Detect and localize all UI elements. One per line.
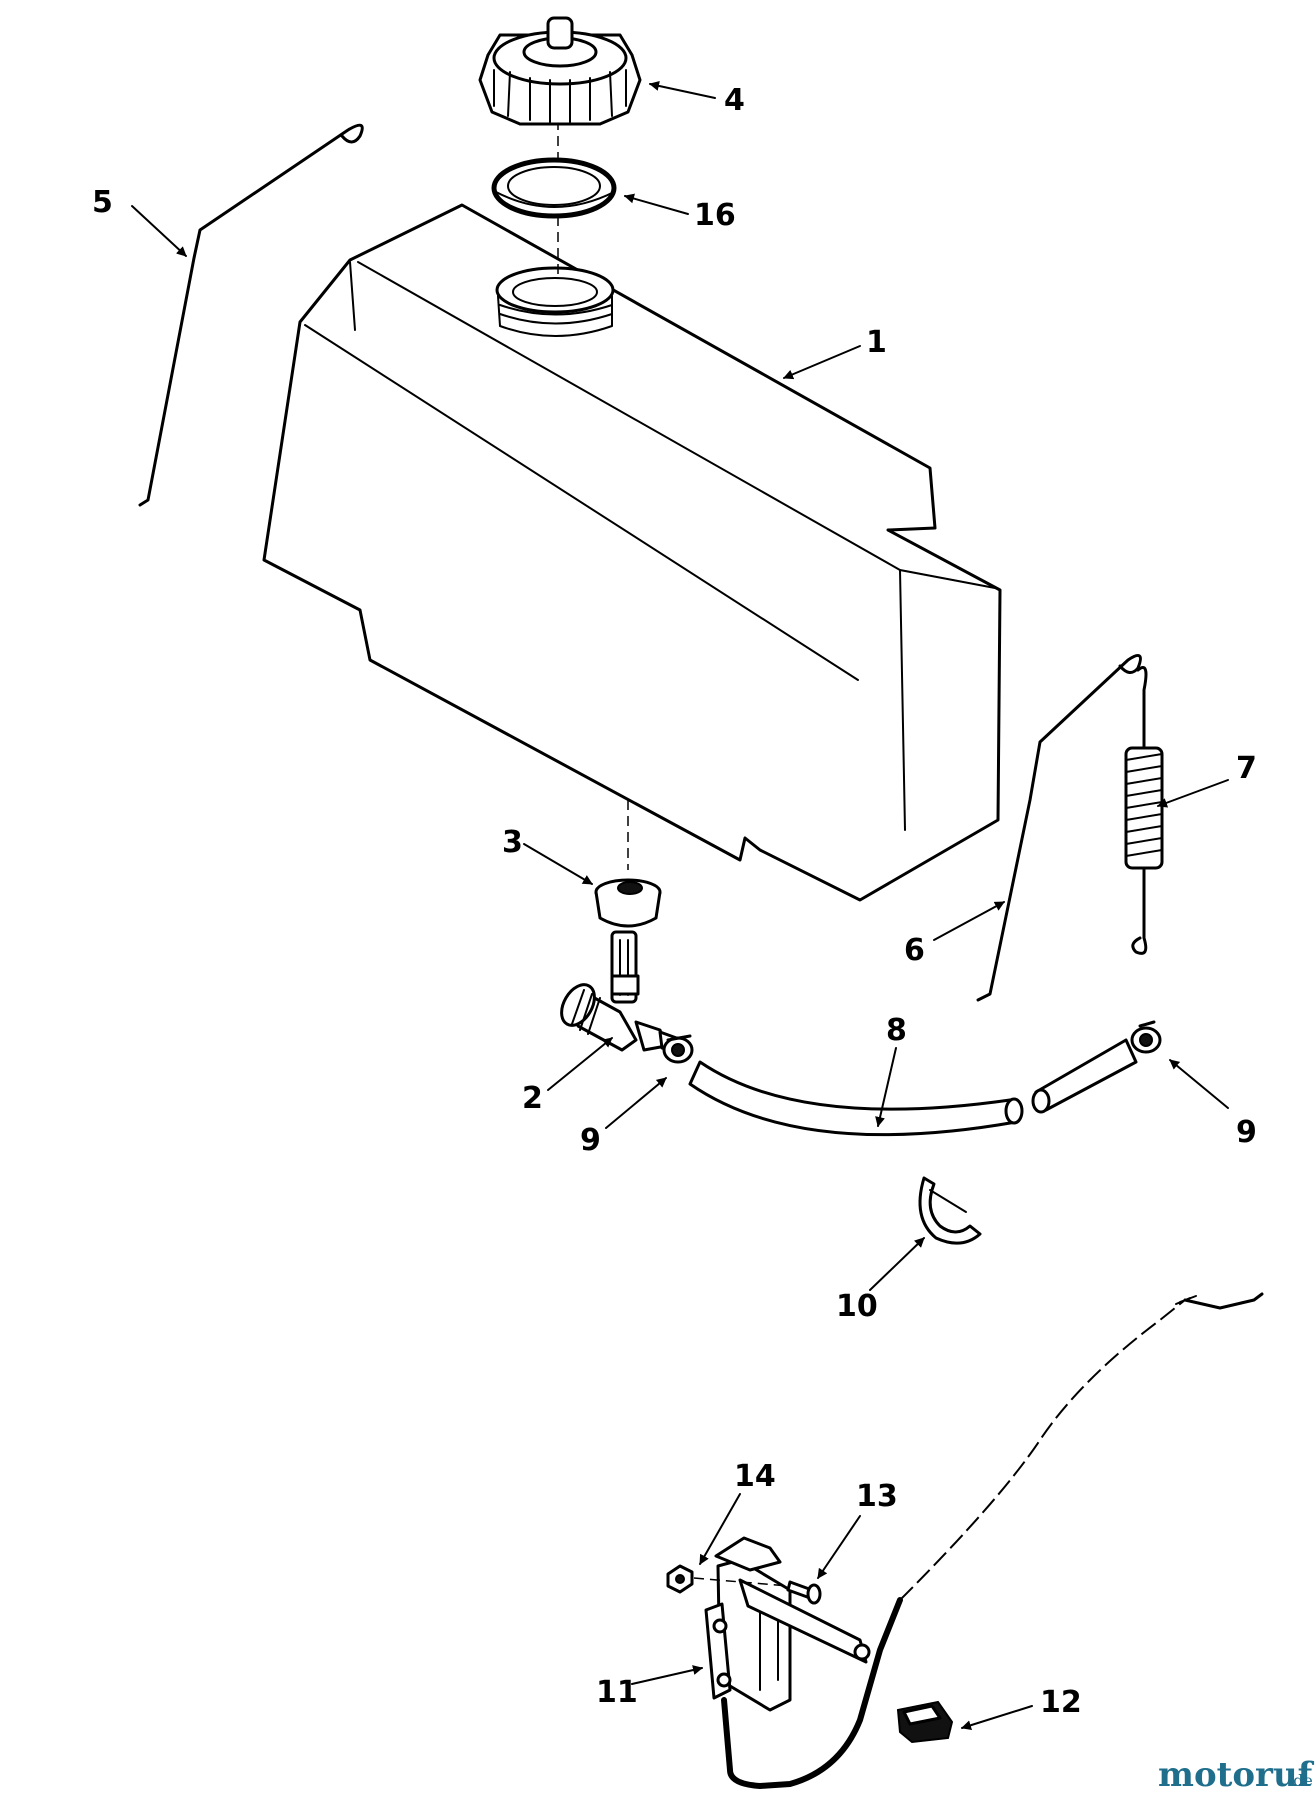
leader-10 <box>869 1237 925 1291</box>
throttle-knob <box>896 1700 954 1744</box>
leader-8 <box>875 1047 897 1127</box>
fuel-shutoff-valve <box>560 930 684 1054</box>
callout-10: 10 <box>836 1289 878 1324</box>
leader-7 <box>1157 779 1229 808</box>
throttle-cable <box>721 1292 1264 1789</box>
callout-9-left: 9 <box>580 1123 601 1158</box>
leader-2 <box>547 1037 613 1091</box>
leader-3 <box>523 843 593 885</box>
cap-gasket <box>491 157 617 219</box>
leader-12 <box>961 1705 1033 1731</box>
callout-11: 11 <box>596 1675 638 1710</box>
callout-8: 8 <box>886 1013 907 1048</box>
leader-9b <box>1169 1059 1229 1109</box>
hose-clamp-right <box>1130 1020 1162 1054</box>
fuel-hose <box>688 1038 1138 1137</box>
callout-9-right: 9 <box>1236 1115 1257 1150</box>
tank-bushing <box>594 878 662 928</box>
callout-2: 2 <box>522 1081 543 1116</box>
leader-14 <box>699 1493 741 1565</box>
leader-6 <box>933 901 1005 941</box>
callout-16: 16 <box>694 198 736 233</box>
callout-5: 5 <box>92 185 113 220</box>
callout-12: 12 <box>1040 1685 1082 1720</box>
fuel-tank <box>262 203 1002 902</box>
tank-strap-rod-right <box>976 654 1142 1002</box>
leader-9a <box>605 1077 667 1129</box>
callout-7: 7 <box>1236 751 1257 786</box>
callout-4: 4 <box>724 83 745 118</box>
hose-clamp-left <box>662 1034 694 1064</box>
throttle-bracket <box>704 1536 871 1712</box>
watermark-brand: motoruf <box>1158 1755 1315 1795</box>
callout-6: 6 <box>904 933 925 968</box>
leader-13 <box>817 1515 861 1579</box>
callout-labels: 4 16 1 5 7 6 3 2 9 9 8 10 14 13 11 12 <box>92 83 1257 1720</box>
callout-13: 13 <box>856 1479 898 1514</box>
leader-5 <box>131 205 187 257</box>
fuel-cap <box>478 16 642 126</box>
leader-11 <box>631 1665 703 1685</box>
callout-1: 1 <box>866 325 887 360</box>
screw <box>786 1580 822 1605</box>
leader-16 <box>624 193 689 215</box>
tank-strap-rod-left <box>138 123 364 507</box>
leader-1 <box>783 345 861 380</box>
callout-14: 14 <box>734 1459 776 1494</box>
hex-nut <box>666 1564 694 1594</box>
watermark-suffix: .de <box>1288 1771 1313 1790</box>
leader-4 <box>649 81 716 99</box>
watermark-logo: motoruf .de <box>1158 1755 1315 1795</box>
hose-retainer-clip <box>918 1176 982 1245</box>
callout-3: 3 <box>502 825 523 860</box>
leader-arrows <box>131 81 1229 1731</box>
tension-spring <box>1124 666 1164 955</box>
